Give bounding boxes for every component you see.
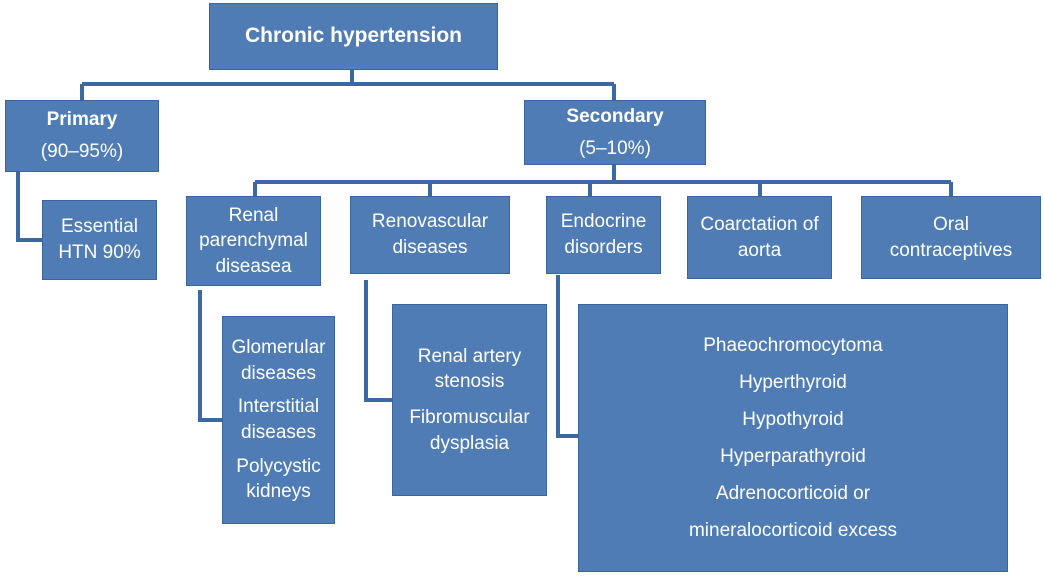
list-item: Polycystic kidneys [236,455,321,503]
endocrine-box: Endocrine disorders [546,196,661,274]
renovascular-box: Renovascular diseases [350,196,510,274]
endocrine-label: Endocrine disorders [560,211,647,258]
connector-primary-essential [16,172,42,242]
essential-htn-label: Essential HTN 90% [58,216,141,263]
coarctation-label: Coarctation of aorta [700,213,819,261]
primary-title: Primary [46,109,118,131]
connector-endocrine-list [556,275,578,438]
essential-htn-box: Essential HTN 90% [42,200,157,280]
endocrine-list-box: Phaeochromocytoma Hyperthyroid Hypothyro… [578,304,1008,572]
list-item: Renal artery stenosis [417,345,522,393]
list-item: Interstitial diseases [237,396,320,443]
renal-diseases-list-box: Glomerular diseases Interstitial disease… [222,316,335,524]
list-item: Fibromuscular dysplasia [409,407,530,454]
oral-contraceptives-box: Oral contraceptives [861,196,1041,279]
renal-parenchymal-box: Renal parenchymal diseasea [186,196,321,286]
renovascular-list-box: Renal artery stenosis Fibromuscular dysp… [392,304,547,496]
secondary-percent: (5–10%) [579,137,651,159]
renal-parenchymal-label: Renal parenchymal diseasea [199,204,308,277]
chronic-hypertension-box: Chronic hypertension [209,3,498,70]
list-item: Glomerular diseases [231,337,326,384]
primary-box: Primary (90–95%) [5,100,159,172]
coarctation-box: Coarctation of aorta [687,196,832,279]
list-item: mineralocorticoid excess [688,520,898,542]
list-item: Adrenocorticoid or [715,483,871,505]
connector-renovascular-list [364,280,392,402]
chronic-hypertension-label: Chronic hypertension [244,24,463,48]
primary-percent: (90–95%) [40,141,124,162]
oral-contraceptives-label: Oral contraceptives [889,213,1013,261]
connector-renal-list [198,290,222,422]
secondary-box: Secondary (5–10%) [524,100,706,165]
list-item: Hyperthyroid [739,371,847,393]
list-item: Hyperparathyroid [720,446,866,467]
secondary-title: Secondary [566,105,664,127]
renovascular-label: Renovascular diseases [371,211,489,258]
list-item: Phaeochromocytoma [703,334,883,356]
list-item: Hypothyroid [742,408,844,430]
